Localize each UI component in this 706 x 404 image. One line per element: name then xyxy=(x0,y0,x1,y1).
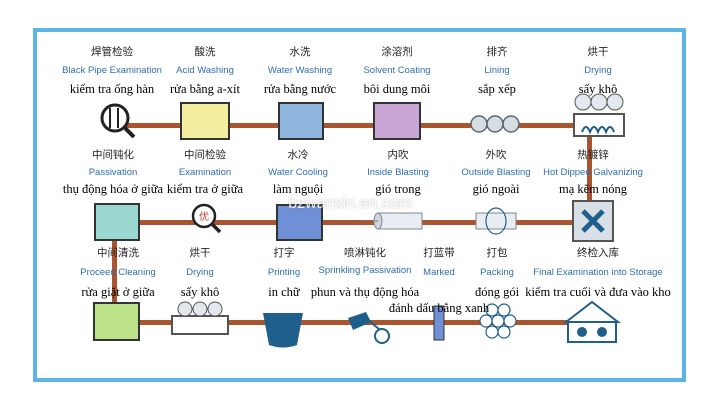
marked-cn-label: 打蓝带 xyxy=(423,247,455,259)
water-washing-en-label: Water Washing xyxy=(267,65,333,76)
acid-washing-en-label: Acid Washing xyxy=(176,65,234,76)
sprinkling-passivation-cn-label: 喷淋钝化 xyxy=(344,247,386,259)
magnifier-icon xyxy=(100,103,136,139)
solvent-coating-vi-label: bôi dung môi xyxy=(363,82,431,96)
passivation-vi-label: thụ động hóa ở giữa xyxy=(62,182,164,196)
pipe-row-icon xyxy=(470,115,520,133)
printing-en-label: Printing xyxy=(267,267,301,278)
tank-green-icon xyxy=(93,302,140,341)
tank-purple-icon xyxy=(373,102,421,140)
lining-vi-label: sắp xếp xyxy=(478,82,516,96)
examination-en-label: Examination xyxy=(178,167,232,178)
final-examination-cn-label: 终检入库 xyxy=(577,247,619,259)
inside-blasting-cn-label: 内吹 xyxy=(387,149,409,161)
printing-vi-label: in chữ xyxy=(268,285,300,299)
tank-teal-icon xyxy=(94,203,140,241)
marker-icon xyxy=(433,305,445,341)
left-riser-pipe xyxy=(112,220,117,323)
svg-text:优: 优 xyxy=(199,210,209,223)
warehouse-icon xyxy=(563,300,621,343)
sprinkling-passivation-vi-label: phun và thụ động hóa xyxy=(310,285,420,299)
drying-1-en-label: Drying xyxy=(584,65,612,76)
packing-vi-label: đóng gói xyxy=(474,285,520,299)
marked-vi-label: đánh dấu bằng xanh xyxy=(388,301,490,315)
black-pipe-examination-vi-label: kiểm tra ống hàn xyxy=(69,82,155,96)
water-cooling-cn-label: 水冷 xyxy=(287,149,309,161)
tank-darkblue-icon xyxy=(276,204,323,241)
acid-washing-cn-label: 酸洗 xyxy=(194,46,216,58)
watermark: bzwanxin.en.com xyxy=(288,195,412,212)
sprayer-icon xyxy=(348,312,390,344)
sprinkling-passivation-en-label: Sprinkling Passivation xyxy=(318,265,412,276)
examination-cn-label: 中间检验 xyxy=(184,149,226,161)
final-examination-en-label: Final Examination into Storage xyxy=(533,267,663,278)
tank-blue-icon xyxy=(278,102,324,140)
packing-cn-label: 打包 xyxy=(486,247,508,259)
black-pipe-examination-cn-label: 焊管检验 xyxy=(91,46,133,58)
magnifier-you-icon: 优 xyxy=(191,203,222,234)
passivation-cn-label: 中间钝化 xyxy=(92,149,134,161)
water-washing-cn-label: 水洗 xyxy=(289,46,311,58)
lining-en-label: Lining xyxy=(484,65,510,76)
printer-icon xyxy=(263,313,303,348)
examination-vi-label: kiểm tra ở giữa xyxy=(166,182,244,196)
drying-2-en-label: Drying xyxy=(186,267,214,278)
lining-cn-label: 排齐 xyxy=(486,46,508,58)
packing-en-label: Packing xyxy=(480,267,514,278)
bundle-icon xyxy=(479,303,517,339)
passivation-en-label: Passivation xyxy=(88,167,138,178)
proceed-cleaning-vi-label: rửa giặt ở giữa xyxy=(81,285,155,299)
printing-cn-label: 打字 xyxy=(273,247,295,259)
water-cooling-en-label: Water Cooling xyxy=(268,167,328,178)
solvent-coating-cn-label: 涂溶剂 xyxy=(381,46,413,58)
drying-1-cn-label: 烘干 xyxy=(587,46,609,58)
dryer-flat-icon xyxy=(171,301,229,335)
proceed-cleaning-en-label: Proceed Cleaning xyxy=(80,267,156,278)
final-examination-vi-label: kiểm tra cuối và đưa vào kho xyxy=(525,285,671,299)
pipe-inside-icon xyxy=(360,212,423,230)
marked-en-label: Marked xyxy=(423,267,455,278)
drying-1-vi-label: sấy khô xyxy=(578,82,618,96)
row2-pipe xyxy=(112,220,592,225)
inside-blasting-en-label: Inside Blasting xyxy=(367,167,429,178)
right-riser-pipe xyxy=(587,123,592,223)
inside-blasting-vi-label: gió trong xyxy=(375,182,421,196)
outside-blasting-en-label: Outside Blasting xyxy=(461,167,531,178)
water-cooling-vi-label: làm nguội xyxy=(272,182,324,196)
hot-dipped-galvanizing-en-label: Hot Dipped Galvanizing xyxy=(543,167,643,178)
drying-2-vi-label: sấy khô xyxy=(180,285,220,299)
proceed-cleaning-cn-label: 中间清洗 xyxy=(97,247,139,259)
zinc-tank-icon xyxy=(572,200,614,242)
outside-blasting-vi-label: gió ngoài xyxy=(472,182,520,196)
row1-pipe xyxy=(112,123,592,128)
water-washing-vi-label: rửa bằng nước xyxy=(263,82,337,96)
pipe-outside-icon xyxy=(475,207,517,235)
outside-blasting-cn-label: 外吹 xyxy=(485,149,507,161)
black-pipe-examination-en-label: Black Pipe Examination xyxy=(62,65,162,76)
dryer-icon xyxy=(573,93,625,137)
hot-dipped-galvanizing-vi-label: mạ kẽm nóng xyxy=(558,182,628,196)
tank-yellow-icon xyxy=(180,102,230,140)
drying-2-cn-label: 烘干 xyxy=(189,247,211,259)
solvent-coating-en-label: Solvent Coating xyxy=(363,65,431,76)
hot-dipped-galvanizing-cn-label: 热镀锌 xyxy=(577,149,609,161)
acid-washing-vi-label: rửa bằng a-xít xyxy=(170,82,240,96)
